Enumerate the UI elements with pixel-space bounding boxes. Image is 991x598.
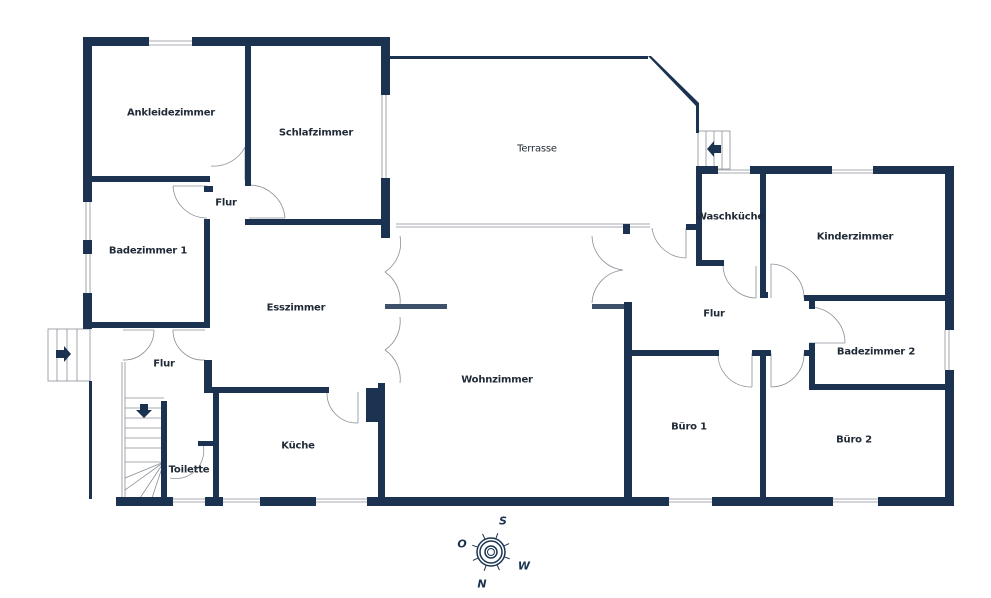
room-label-flur-right: Flur [703, 308, 725, 320]
room-label-kinderzimmer: Kinderzimmer [816, 231, 894, 243]
entrance-arrow-left-icon [707, 141, 721, 157]
compass-east-label: O [457, 537, 467, 551]
room-label-wohnzimmer: Wohnzimmer [461, 374, 533, 386]
compass-icon [472, 533, 510, 571]
room-label-schlafzimmer: Schlafzimmer [278, 127, 354, 139]
compass-north-label: N [477, 577, 487, 591]
room-label-toilette: Toilette [168, 464, 210, 476]
stairs-down-arrow-icon [136, 404, 152, 418]
room-label-esszimmer: Esszimmer [266, 302, 326, 314]
compass-south-label: S [499, 514, 507, 528]
room-label-ankleidezimmer: Ankleidezimmer [126, 107, 216, 119]
walls [83, 37, 954, 506]
room-label-flur-top: Flur [215, 197, 237, 209]
arrows [56, 141, 721, 418]
thin-lines [47, 40, 950, 503]
room-label-badezimmer-2: Badezimmer 2 [836, 346, 916, 358]
room-label-kueche: Küche [281, 440, 315, 452]
room-label-waschkueche: Waschküche [695, 211, 765, 223]
room-label-badezimmer-1: Badezimmer 1 [108, 245, 188, 257]
room-label-terrasse: Terrasse [517, 143, 557, 155]
room-label-buero-1: Büro 1 [671, 421, 707, 433]
room-label-flur-left: Flur [153, 358, 175, 370]
entrance-arrow-right-icon [56, 346, 71, 362]
room-label-buero-2: Büro 2 [836, 434, 872, 446]
compass-west-label: W [517, 559, 531, 573]
